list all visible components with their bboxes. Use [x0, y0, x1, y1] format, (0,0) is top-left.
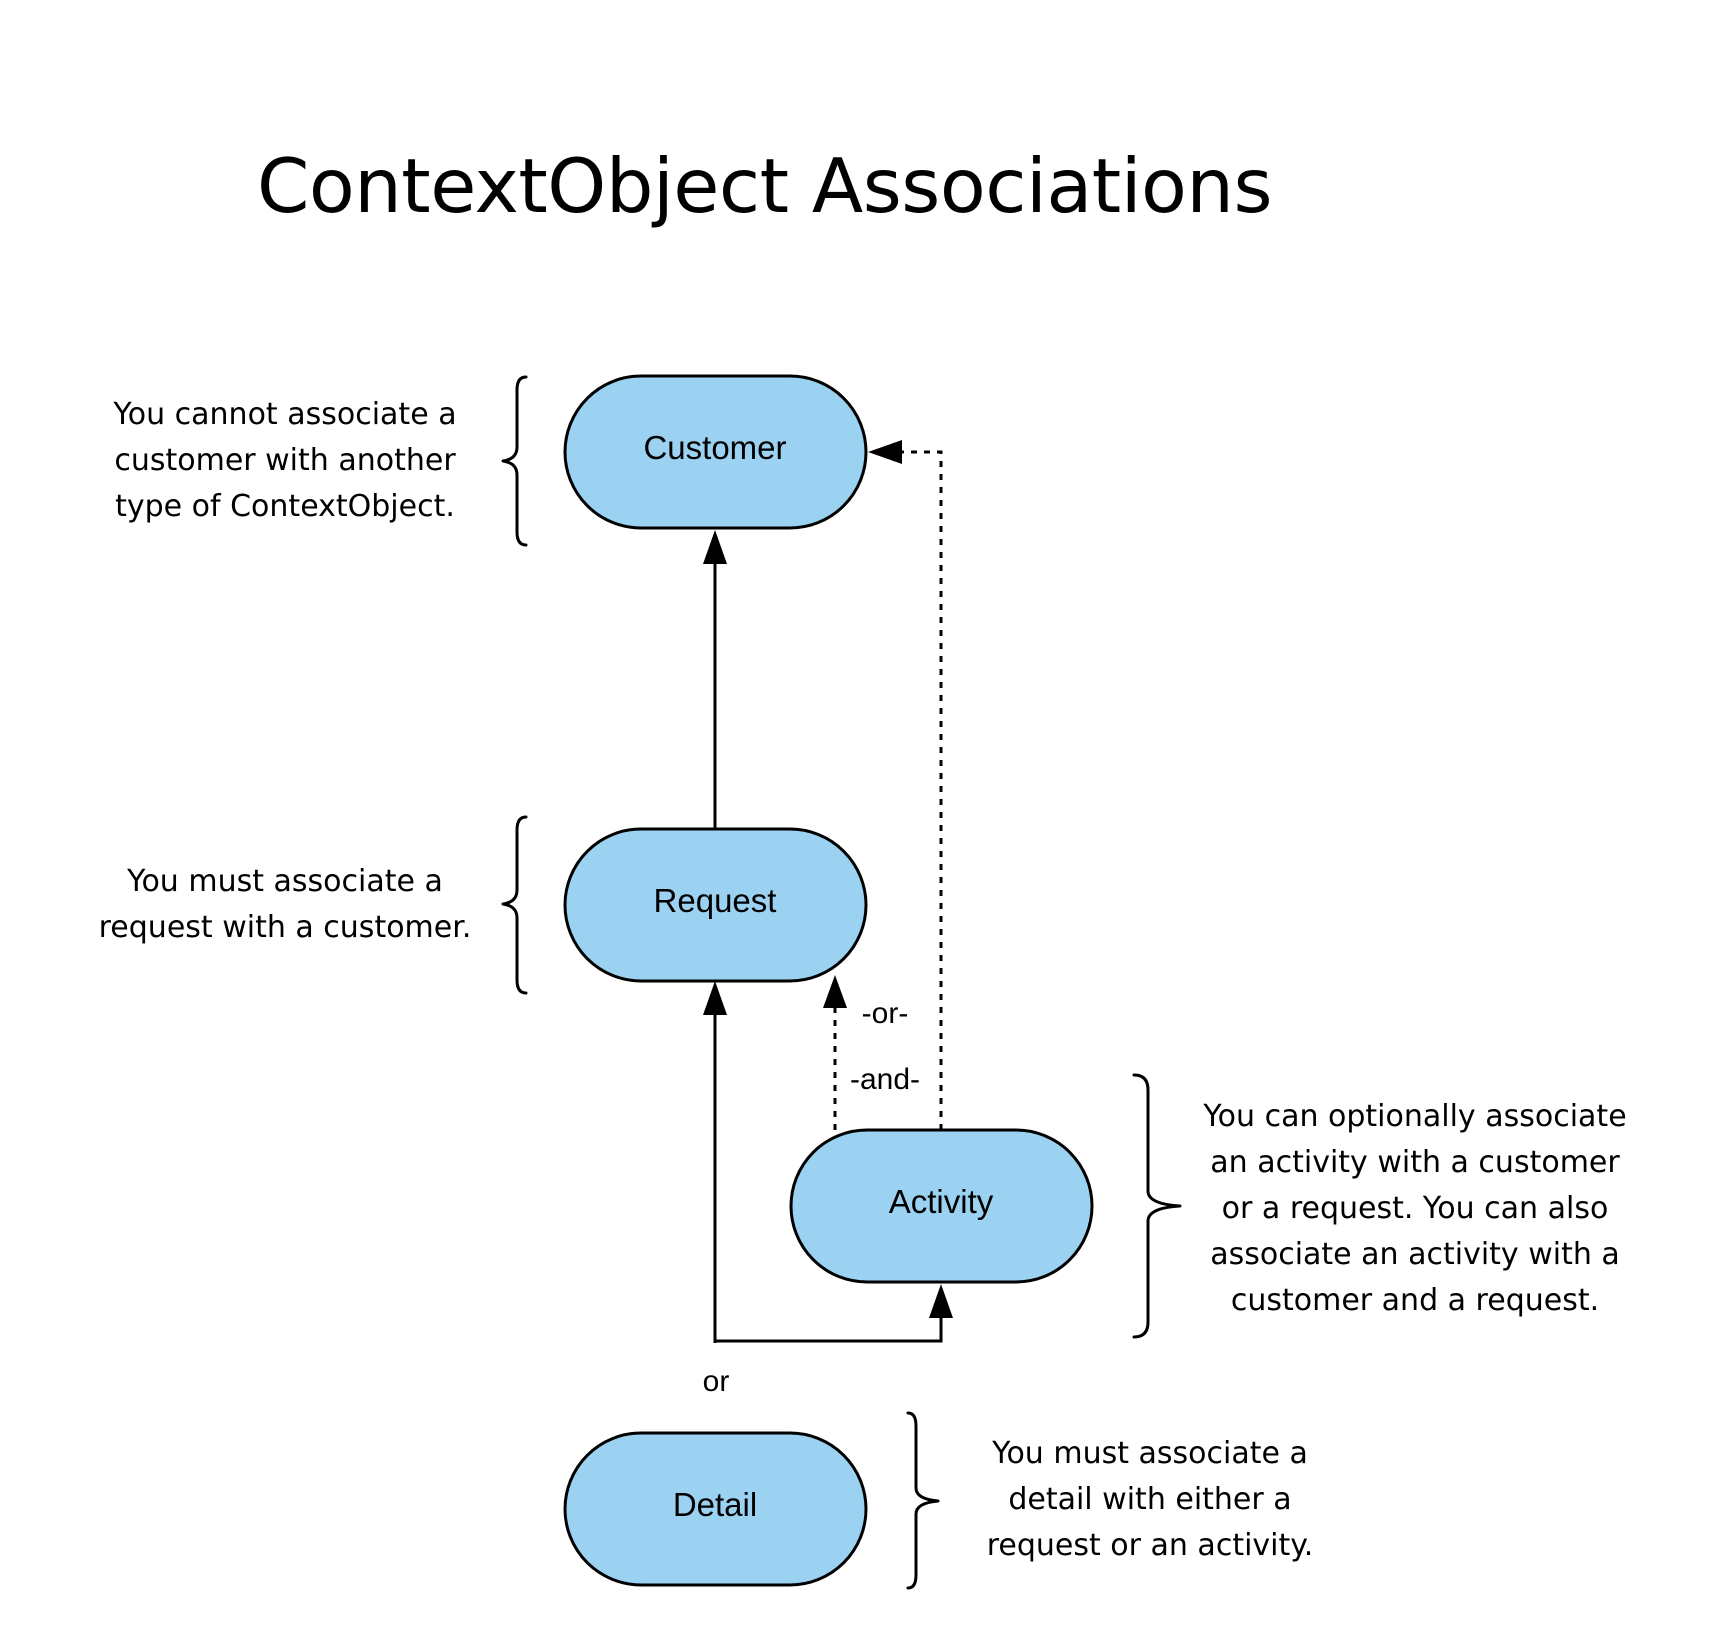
and-connector-label: -and- — [850, 1063, 920, 1096]
detail-brace — [906, 1411, 940, 1590]
request-brace — [501, 815, 528, 995]
request-side-arrowhead — [823, 975, 847, 1008]
customer-side-arrowhead — [868, 440, 902, 464]
customer-node: Customer — [563, 374, 868, 530]
request-node: Request — [563, 827, 868, 983]
activity-node: Activity — [789, 1128, 1094, 1284]
detail-to-activity-connector — [715, 1318, 943, 1343]
detail-note: You must associate a detail with either … — [986, 1436, 1314, 1563]
detail-node-label: Detail — [673, 1486, 757, 1523]
detail-or-label: or — [703, 1365, 730, 1398]
activity-note: You can optionally associate an activity… — [1203, 1099, 1627, 1318]
request-note: You must associate a request with a cust… — [98, 864, 472, 945]
customer-node-label: Customer — [643, 429, 786, 466]
request-bottom-arrowhead — [703, 981, 727, 1015]
activity-bottom-arrowhead — [929, 1284, 953, 1318]
activity-brace — [1132, 1073, 1182, 1339]
or-connector-label: -or- — [862, 997, 909, 1030]
diagram-title: ContextObject Associations — [257, 142, 1273, 230]
activity-to-customer-connector — [900, 450, 943, 1130]
detail-or-gap — [695, 1366, 735, 1404]
request-node-label: Request — [654, 882, 777, 919]
customer-arrowhead — [703, 530, 727, 564]
customer-note: You cannot associate a customer with ano… — [113, 397, 457, 524]
customer-brace — [501, 375, 528, 547]
activity-node-label: Activity — [889, 1183, 994, 1220]
detail-node: Detail — [563, 1431, 868, 1587]
